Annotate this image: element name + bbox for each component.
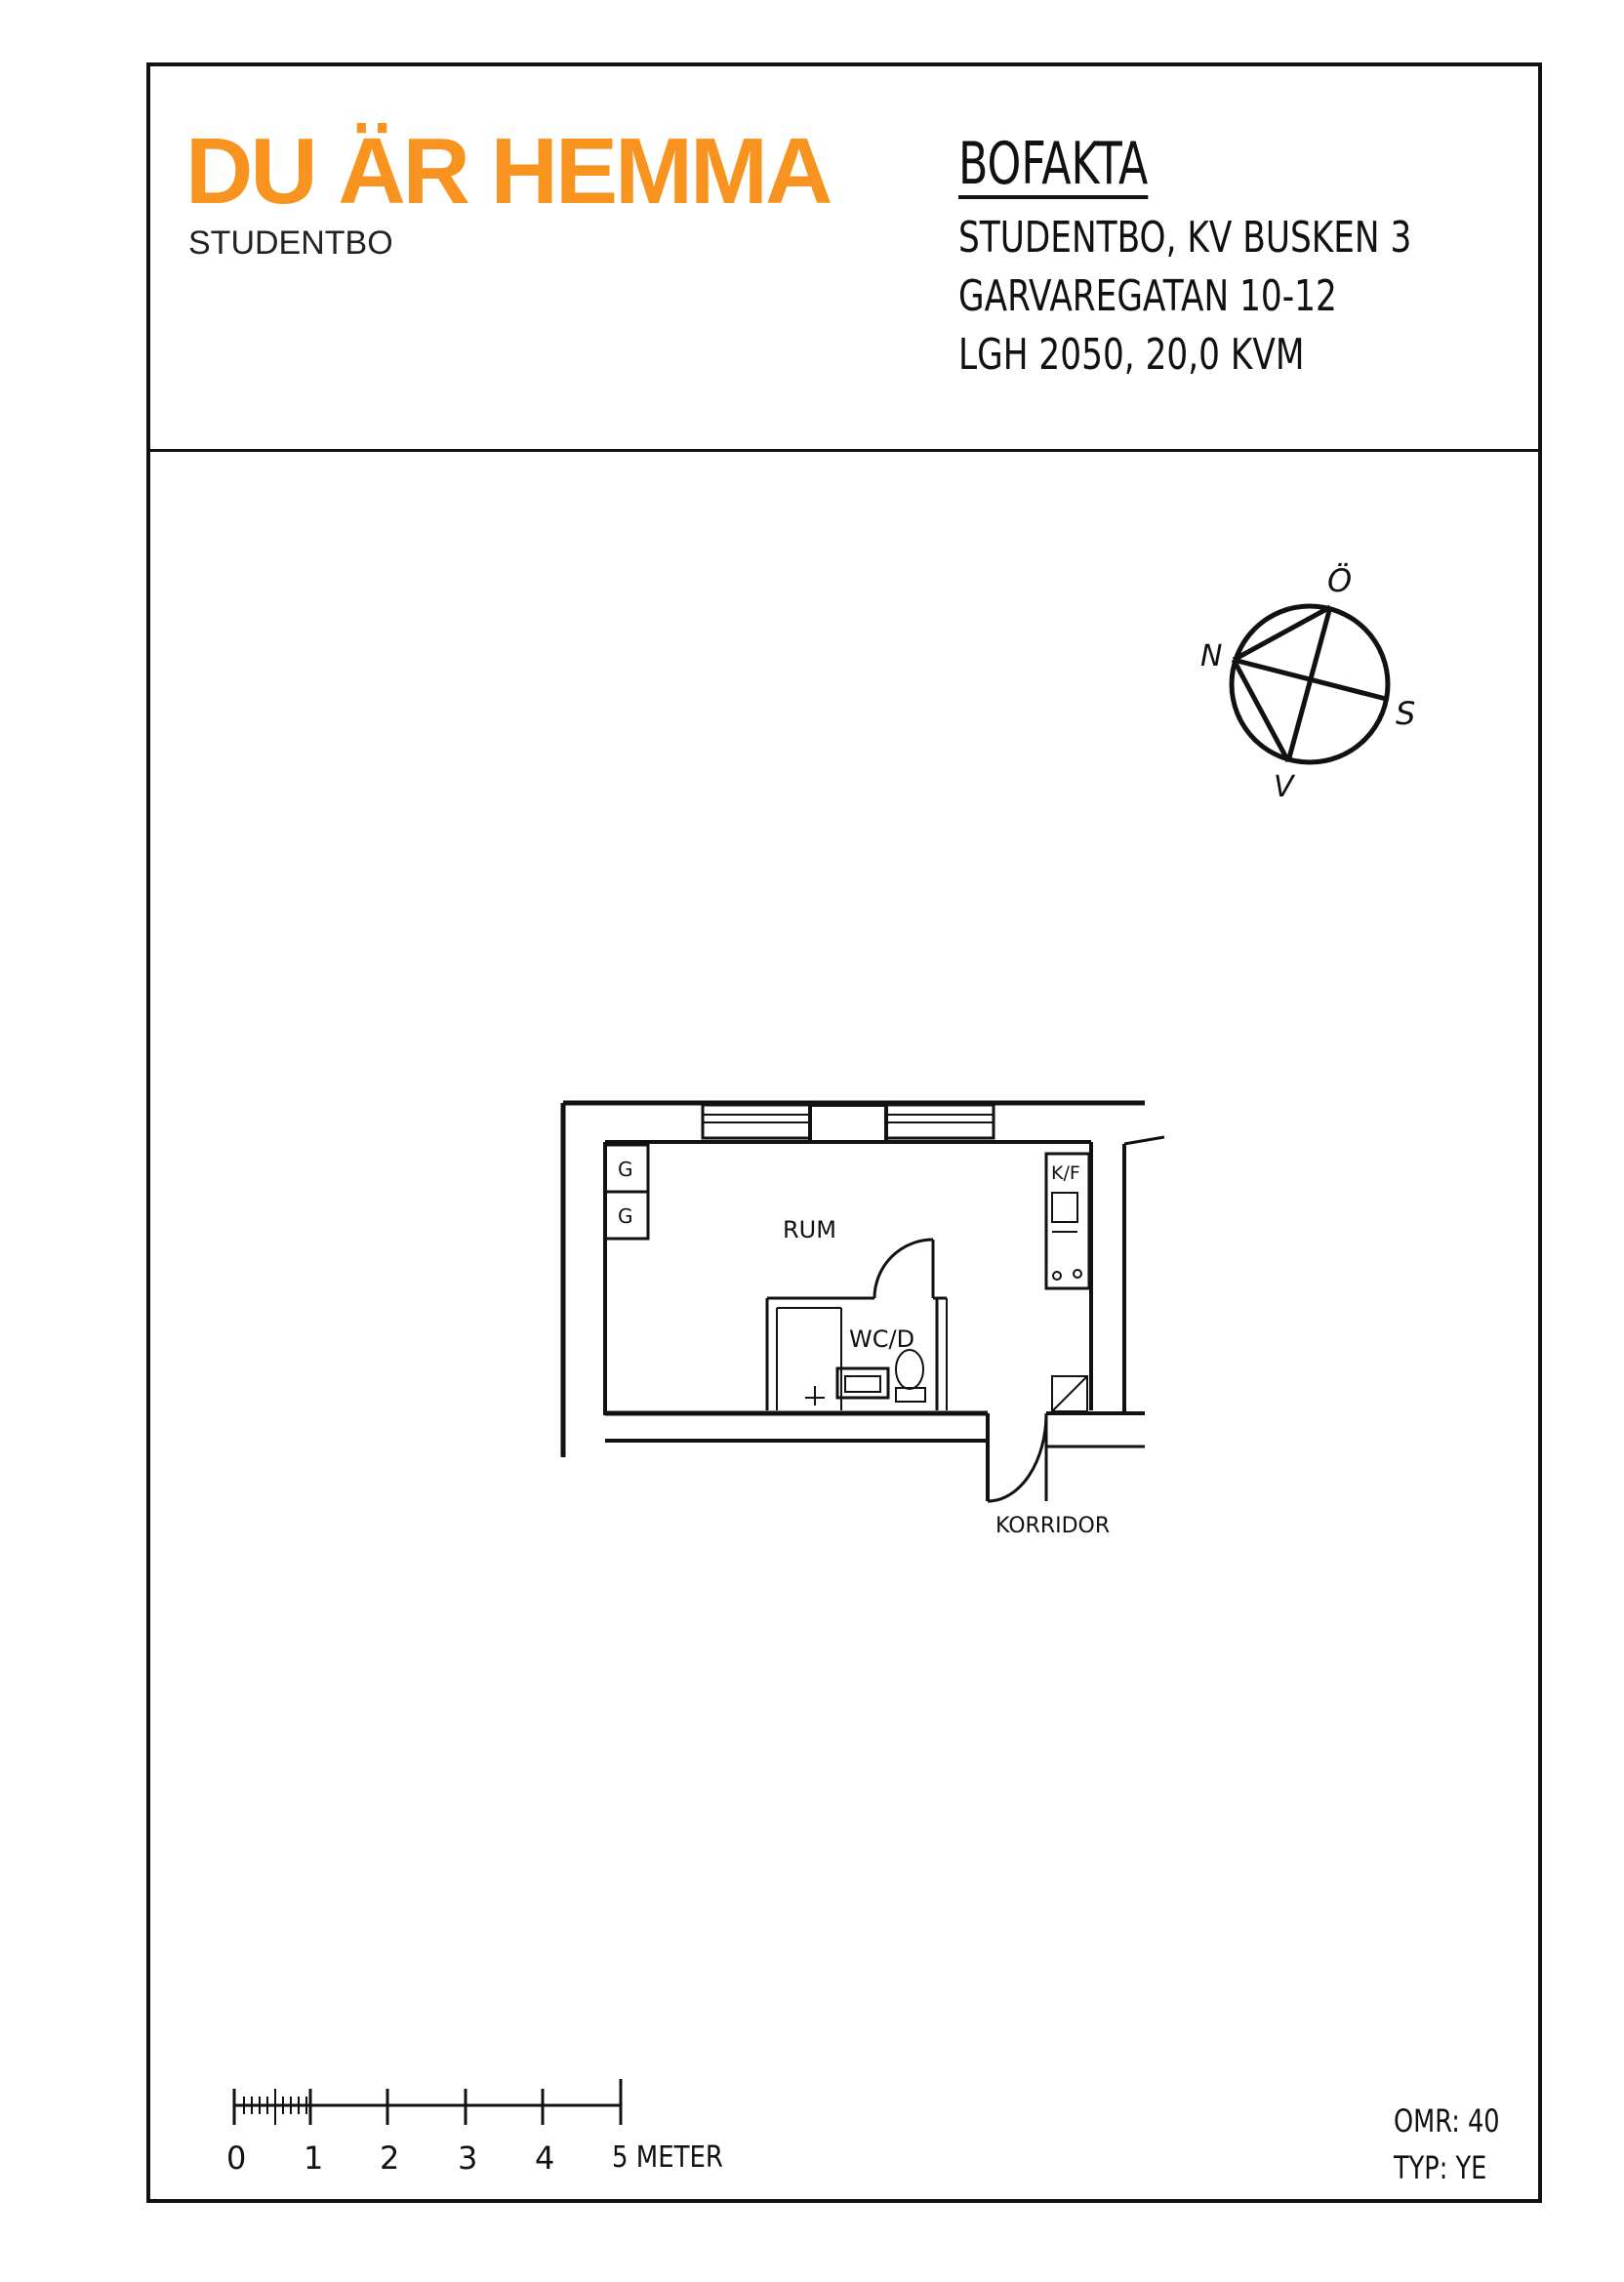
- compass-label-bottom: V: [1274, 770, 1296, 804]
- scale-bar: [232, 2079, 623, 2125]
- room-label-rum: RUM: [783, 1216, 836, 1243]
- drawing-frame: [146, 62, 1542, 2203]
- window-center-post: [808, 1103, 888, 1144]
- compass-label-left: N: [1200, 639, 1222, 673]
- info-line-address: GARVAREGATAN 10-12: [958, 271, 1337, 321]
- kitchen-counter: [1044, 1152, 1091, 1290]
- compass-rose: Ö N S V: [1200, 562, 1415, 804]
- brand-subtitle: STUDENTBO: [188, 224, 393, 262]
- sink-icon: [1051, 1192, 1078, 1223]
- compass-line: [1232, 604, 1332, 663]
- typ-label: TYP: YE: [1394, 2149, 1487, 2186]
- entry-door: [987, 1412, 1048, 1503]
- compass-label-right: S: [1396, 695, 1415, 732]
- wardrobes: G G: [603, 1143, 650, 1241]
- entry-door-swing: [987, 1412, 1048, 1503]
- info-line-property: STUDENTBO, KV BUSKEN 3: [958, 213, 1412, 263]
- toilet-tank: [895, 1387, 926, 1403]
- bathroom: WC/D: [765, 1238, 948, 1410]
- compass-circle: [1229, 603, 1391, 765]
- wc-label: WC/D: [849, 1325, 914, 1353]
- wardrobe-label-1: G: [618, 1158, 633, 1181]
- wall-neighbor-top: [1123, 1135, 1165, 1146]
- hob-icon: [1073, 1269, 1082, 1279]
- washbasin-icon: [835, 1366, 890, 1400]
- header-divider: [146, 449, 1542, 452]
- info-heading: BOFAKTA: [958, 130, 1149, 199]
- omr-label: OMR: 40: [1394, 2102, 1500, 2139]
- washbasin-bowl: [844, 1375, 881, 1393]
- scale-label-5: 5 METER: [612, 2140, 723, 2175]
- wardrobe-label-2: G: [618, 1204, 633, 1228]
- kitchen-cabinet: [1051, 1375, 1088, 1412]
- scale-label-3: 3: [458, 2139, 477, 2177]
- room-label-korridor: KORRIDOR: [995, 1514, 1110, 1538]
- compass-line: [1233, 657, 1387, 702]
- compass-label-top: Ö: [1327, 562, 1352, 599]
- compass-line: [1285, 606, 1333, 762]
- scale-label-2: 2: [380, 2139, 399, 2177]
- kitchen-label: K/F: [1051, 1162, 1080, 1184]
- toilet-icon: [895, 1349, 924, 1390]
- scale-label-1: 1: [304, 2139, 323, 2177]
- cabinet-diagonal: [1051, 1375, 1088, 1412]
- windows: [701, 1103, 995, 1144]
- scale-label-4: 4: [535, 2139, 554, 2177]
- scale-label-0: 0: [226, 2139, 246, 2177]
- scale-labels: 0 1 2 3 4 5 METER: [226, 2139, 723, 2177]
- compass-line: [1231, 658, 1291, 763]
- bath-door-swing: [873, 1238, 934, 1299]
- kitchenette: K/F: [1044, 1152, 1091, 1412]
- info-line-apartment: LGH 2050, 20,0 KVM: [958, 330, 1305, 380]
- brand-title: DU ÄR HEMMA: [185, 119, 832, 224]
- hob-icon: [1052, 1271, 1062, 1281]
